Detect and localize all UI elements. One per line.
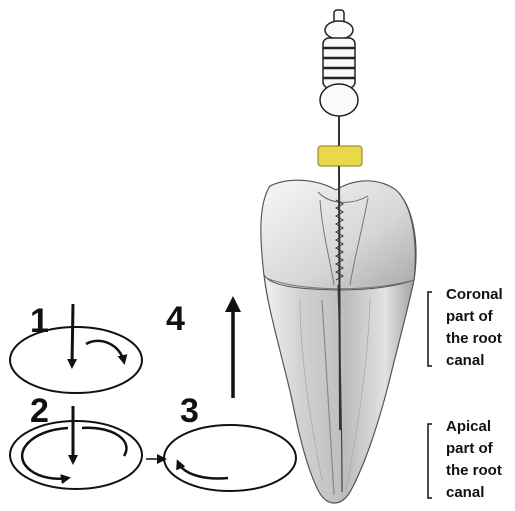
step-4-number: 4 [166, 300, 185, 338]
coronal-label-line-4: canal [446, 352, 484, 369]
step-1: 1 [10, 302, 142, 393]
step-3-number: 3 [180, 392, 199, 430]
step-3-rotation-arrow [178, 462, 228, 478]
step-3: 3 [164, 392, 296, 491]
coronal-region-annotation: Coronal part of the root canal [428, 286, 503, 369]
apical-label-line-2: part of [446, 440, 494, 457]
step-1-rotation-arrow [86, 341, 124, 362]
apical-label-line-4: canal [446, 484, 484, 501]
coronal-bracket [428, 292, 432, 366]
apical-label-line-3: the root [446, 462, 502, 479]
step-2-ellipse [10, 421, 142, 489]
step-4: 4 [166, 300, 233, 398]
apical-label-line-1: Apical [446, 418, 491, 435]
apical-bracket [428, 424, 432, 498]
apical-region-annotation: Apical part of the root canal [428, 418, 502, 501]
step-2: 2 [10, 392, 142, 489]
coronal-label-line-2: part of [446, 308, 494, 325]
coronal-label-line-1: Coronal [446, 286, 503, 303]
step-3-ellipse [164, 425, 296, 491]
coronal-label-line-3: the root [446, 330, 502, 347]
step-2-rotation-arrow-left [22, 428, 68, 479]
step-1-down-arrow [72, 304, 73, 366]
rubber-stopper [318, 146, 362, 166]
step-2-rotation-arrow-right [82, 428, 126, 456]
